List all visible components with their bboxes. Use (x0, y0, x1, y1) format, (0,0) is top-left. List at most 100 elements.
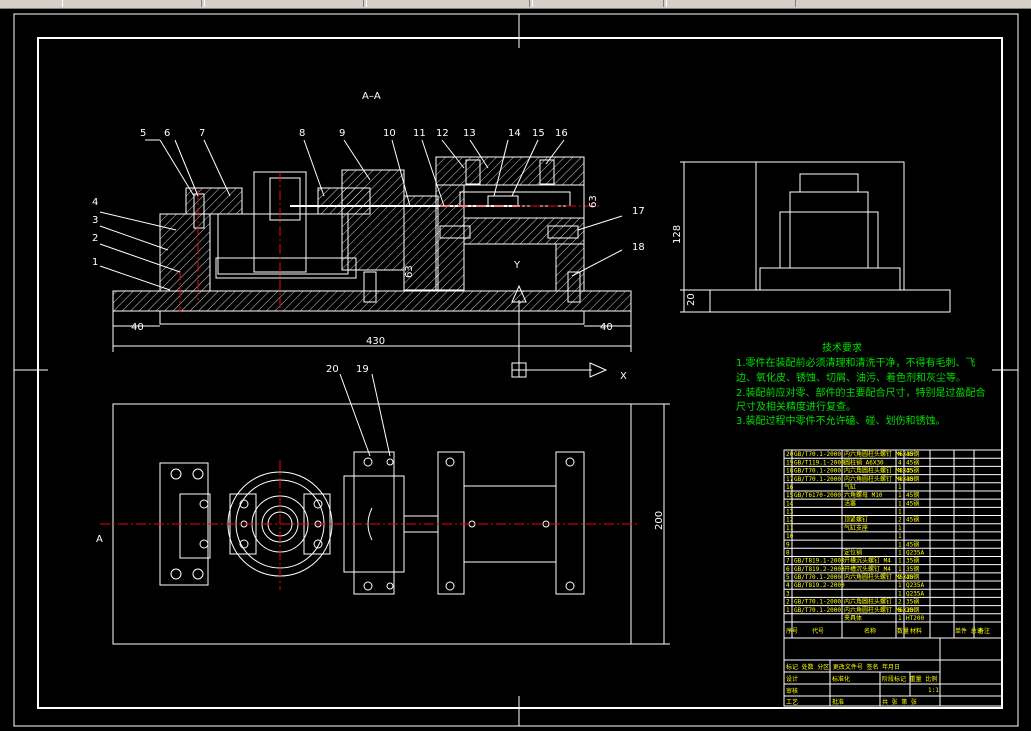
bom-cell: 开槽沉头螺钉 M4 (844, 565, 891, 573)
bom-cell: 1 (898, 525, 902, 532)
dim-left: 40 (131, 322, 144, 333)
title-block: 标记 处数 分区 更改文件号 签名 年月日 设计 标准化 阶段标记 重量 比例 … (783, 637, 1003, 707)
bom-cell: 2 (786, 599, 790, 606)
part-number: 10 (383, 128, 396, 139)
bom-cell: 8 (786, 549, 790, 556)
part-number: 13 (463, 128, 476, 139)
part-number: 1 (92, 257, 98, 268)
bom-cell: 内六角圆柱头螺钉 M6X20 (844, 606, 914, 614)
title-cell: 工艺 (786, 698, 798, 706)
side-view (709, 161, 951, 313)
leader-lines (99, 139, 623, 291)
title-cell: 标准化 (832, 675, 850, 683)
bom-cell: 1 (898, 615, 902, 622)
toolbar-segment[interactable] (366, 0, 530, 7)
bom-cell: 2 (898, 574, 902, 581)
bom-cell: 气缸支座 (844, 524, 868, 532)
frame-center-marks (14, 14, 1018, 726)
bom-cell: Q235A (906, 549, 924, 556)
bom-cell: 45钢 (906, 516, 919, 524)
bom-cell: 17 (786, 476, 794, 483)
bom-cell: 45钢 (906, 573, 919, 581)
title-cell: 设计 (786, 675, 798, 683)
part-number: 6 (164, 128, 170, 139)
bom-cell: 4 (898, 476, 902, 483)
dim-small: 63 (588, 195, 599, 208)
part-number: 5 (140, 128, 146, 139)
bom-cell: Q235A (906, 582, 924, 589)
bom-cell: 9 (786, 541, 790, 548)
bom-cell: HT200 (906, 615, 924, 622)
bom-cell: 1 (898, 590, 902, 597)
bom-cell: GB/T70.1-2000 (794, 476, 841, 483)
bom-cell: 45钢 (906, 491, 919, 499)
dim-center: 63 (404, 265, 415, 278)
bom-cell: 1 (786, 607, 790, 614)
plan-side-mark: A (96, 534, 103, 545)
bom-cell: 1 (898, 500, 902, 507)
bom-header-cell: 名称 (864, 627, 876, 635)
part-numbers-top: 5 6 7 8 9 10 11 12 13 14 15 16 (140, 128, 568, 139)
bom-header-cell: 代号 (812, 627, 824, 635)
bom-header-cell: 数量 (897, 627, 909, 635)
bom-cell: 45钢 (906, 540, 919, 548)
toolbar-segment[interactable] (532, 0, 664, 7)
bom-cell: 圆柱销 A6X30 (844, 458, 884, 466)
tech-line: 尺寸及相关精度进行复查。 (736, 400, 856, 413)
bom-cell: 20 (786, 451, 794, 458)
part-number: 20 (326, 364, 339, 375)
bom-cell: 2 (898, 599, 902, 606)
section-centerlines (179, 172, 600, 312)
bom-cell: 6 (898, 607, 902, 614)
bom-cell: 六角螺母 M10 (844, 491, 883, 499)
bom-cell: 12 (786, 517, 794, 524)
part-number: 14 (508, 128, 521, 139)
bom-cell: 4 (898, 468, 902, 475)
bom-cell: 45钢 (906, 475, 919, 483)
bom-cell: 7 (786, 558, 790, 565)
section-label: A–A (362, 91, 381, 102)
toolbar-segment[interactable] (204, 0, 364, 7)
bom-cell: 45钢 (906, 450, 919, 458)
toolbar-segment[interactable] (62, 0, 202, 7)
dimension-lines (112, 311, 632, 352)
plan-dims (631, 403, 670, 645)
bom-cell: 内六角圆柱头螺钉 M6X20 (844, 573, 914, 581)
part-number: 9 (339, 128, 345, 139)
bom-cell: 19 (786, 459, 794, 466)
bom-cell: 14 (786, 500, 794, 507)
bom-cell: GB/T819.1-2000 (794, 558, 845, 565)
bom-cell: 1 (898, 484, 902, 491)
bom-cell: 定位销 (844, 548, 862, 556)
bom-cell: 45钢 (906, 499, 919, 507)
bom-cell: GB/T819.2-2000 (794, 566, 845, 573)
bom-cell: 1 (898, 492, 902, 499)
plan-leaders (339, 373, 391, 457)
bom-cell: 1 (898, 541, 902, 548)
inner-frame (37, 37, 1003, 709)
part-number: 2 (92, 233, 98, 244)
bom-cell: 35钢 (906, 557, 919, 565)
bom-cell: GB/T6170-2000 (794, 492, 841, 499)
title-cell: 阶段标记 重量 比例 (882, 675, 937, 683)
toolbar-segment[interactable] (666, 0, 796, 7)
tech-requirements: 技术要求 1.零件在装配前必须清理和清洗干净，不得有毛刺、飞 边、氧化皮、锈蚀、… (736, 341, 986, 427)
bom-cell: 内六角圆柱头螺钉 M8X30 (844, 475, 914, 483)
bom-cell: GB/T70.1-2000 (794, 468, 841, 475)
bom-header-cell: 单件 总计 (955, 627, 983, 635)
bom-cell: 1 (898, 558, 902, 565)
dim-total: 430 (366, 336, 385, 347)
bom-cell: 13 (786, 509, 794, 516)
bom-cell: GB/T819.2-2000 (794, 582, 845, 589)
bom-cell: 内六角圆柱头螺钉 M8X35 (844, 467, 914, 475)
bom-cell: GB/T119.1-2000 (794, 459, 845, 466)
bom-cell: 6 (786, 566, 790, 573)
bom-cell: 活塞 (844, 499, 856, 507)
tech-line: 边、氧化皮、锈蚀、切屑、油污、着色剂和灰尘等。 (736, 371, 966, 384)
part-number: 18 (632, 242, 645, 253)
dim-width: 200 (654, 511, 665, 530)
tech-title: 技术要求 (822, 341, 862, 354)
bom-cell: GB/T70.1-2000 (794, 607, 841, 614)
part-number: 11 (413, 128, 426, 139)
